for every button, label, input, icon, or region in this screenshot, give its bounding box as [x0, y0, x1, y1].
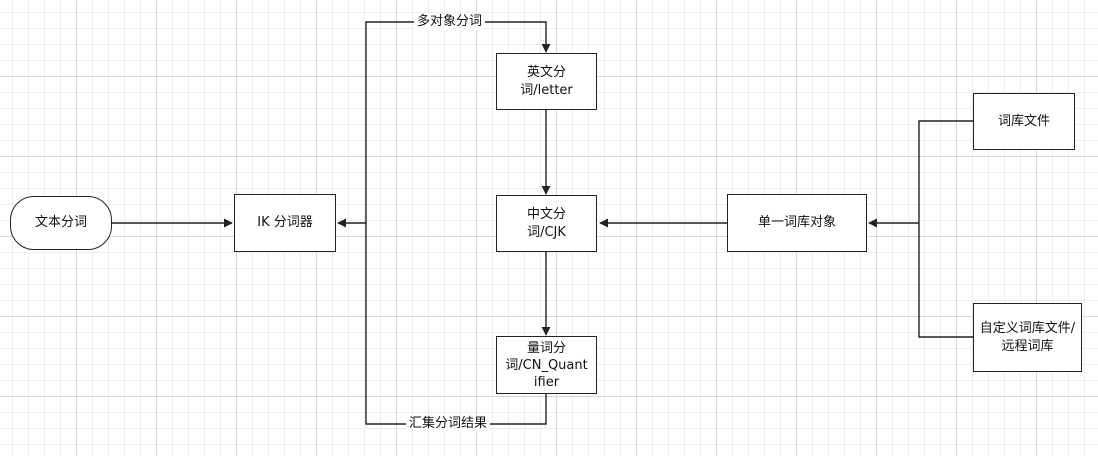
node-dictionary-file[interactable]: 词库文件 [973, 93, 1075, 150]
node-english-segmentation-label: 英文分词/letter [520, 64, 573, 98]
node-ik-analyzer-label: IK 分词器 [257, 215, 313, 230]
node-dictionary-file-label: 词库文件 [997, 113, 1050, 129]
node-chinese-segmentation-label: 中文分词/CJK [526, 206, 566, 240]
node-single-dictionary-object[interactable]: 单一词库对象 [727, 194, 867, 252]
edge-quantifier-to-ik [337, 218, 547, 425]
node-single-dictionary-object-label: 单一词库对象 [757, 215, 836, 230]
node-ik-analyzer[interactable]: IK 分词器 [234, 194, 336, 252]
node-custom-remote-dictionary-label: 自定义词库文件/远程词库 [979, 320, 1076, 354]
node-text-segmentation[interactable]: 文本分词 [10, 196, 112, 250]
edge-dictfile-bracket [918, 120, 973, 338]
edge-label-collect-results: 汇集分词结果 [406, 416, 491, 432]
node-text-segmentation-label: 文本分词 [34, 215, 87, 230]
node-english-segmentation[interactable]: 英文分词/letter [496, 53, 597, 110]
node-quantifier-segmentation-label: 量词分词/CN_Quantifier [505, 340, 588, 390]
node-custom-remote-dictionary[interactable]: 自定义词库文件/远程词库 [973, 303, 1082, 372]
node-quantifier-segmentation[interactable]: 量词分词/CN_Quantifier [496, 336, 597, 394]
edge-label-multi-object: 多对象分词 [414, 14, 486, 30]
node-chinese-segmentation[interactable]: 中文分词/CJK [496, 195, 597, 252]
